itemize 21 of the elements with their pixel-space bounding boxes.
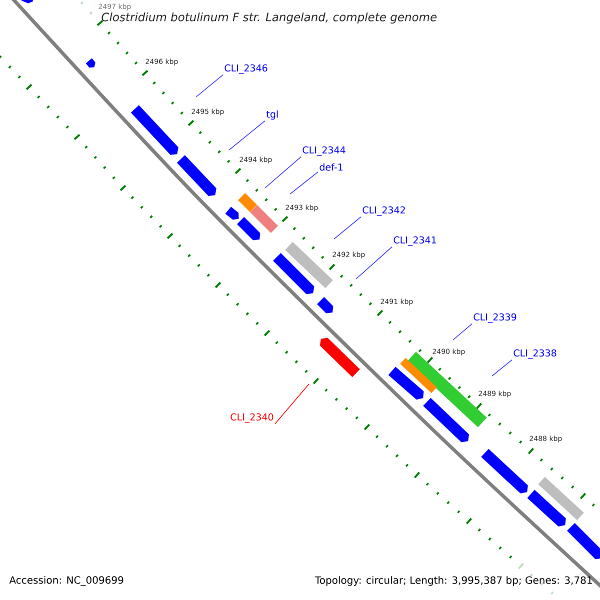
leader-line [452, 323, 472, 340]
leader-line [492, 359, 512, 376]
leader-line [274, 384, 310, 424]
leader-line [290, 171, 318, 194]
footer-text: Topology: circular; Length: 3,995,387 bp; Genes: 3,781 [314, 576, 592, 586]
leader-line [196, 74, 224, 98]
leader-line [356, 246, 392, 280]
gene-label: CLI_2341 [394, 236, 436, 246]
leader-line [228, 120, 266, 150]
gene-label: CLI_2344 [302, 146, 346, 156]
title: Clostridium botulinum F str. Langeland, complete genome [102, 12, 437, 24]
gene-label: CLI_2346 [224, 64, 268, 74]
gene-label: def-1 [320, 163, 343, 171]
gene-label: CLI_2339 [474, 313, 516, 323]
gene-label: tgl [266, 110, 278, 120]
leader-line [334, 216, 362, 240]
leader-line [264, 156, 302, 188]
gene-label: CLI_2338 [514, 349, 556, 359]
gene-label: CLI_2340 [230, 413, 274, 423]
footer-text: Accession: NC_009699 [9, 576, 124, 586]
gene-label: CLI_2342 [362, 206, 405, 216]
